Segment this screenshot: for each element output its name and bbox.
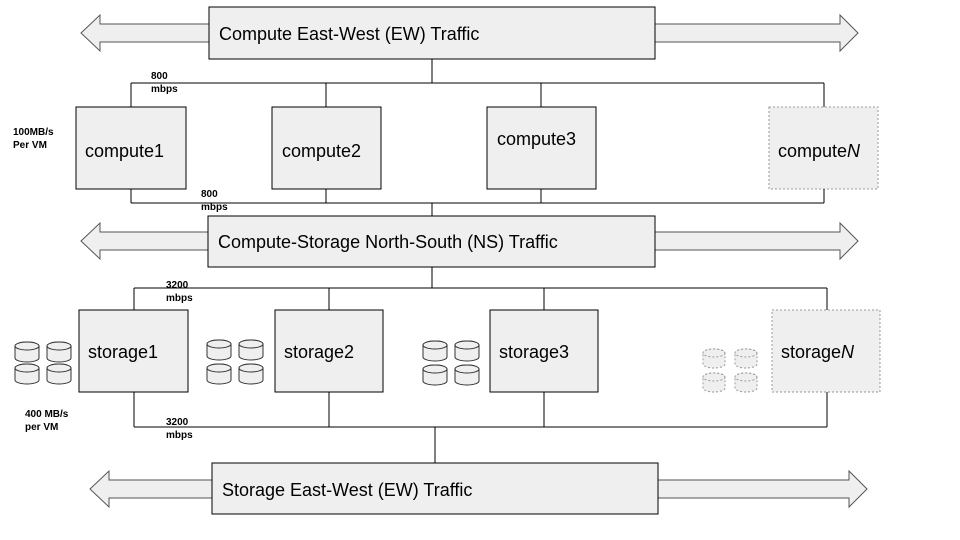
storage-ew-label: Storage East-West (EW) Traffic: [222, 480, 472, 500]
storage-ew-left-arrow: [89, 469, 213, 509]
storage2-disks-icon: [206, 339, 264, 385]
compute-node-2: compute2: [271, 106, 382, 190]
compute-node-2-label: compute2: [282, 141, 361, 161]
storage-ew-right-arrow: [657, 469, 868, 509]
storage-node-3-label: storage3: [499, 342, 569, 362]
storage-n-disks-icon: [702, 348, 758, 393]
storage-per-vm-rate: 400 MB/s: [25, 409, 69, 420]
compute-node-3: compute3: [486, 106, 597, 190]
storage-node-n-label: storageN: [781, 342, 855, 362]
storage1-disks-icon: [14, 341, 72, 385]
storage-top-bus: [133, 267, 828, 310]
storage-ew-box: [211, 462, 659, 515]
storage3-disks-icon: [422, 340, 480, 386]
compute-node-n-label: computeN: [778, 141, 861, 161]
ns-box: [207, 215, 656, 268]
storage-ew-banner: Storage East-West (EW) Traffic: [89, 462, 868, 515]
storage-bottom-bw-unit: mbps: [166, 430, 193, 441]
compute-per-vm-label: Per VM: [13, 140, 47, 151]
storage-node-2: storage2: [274, 309, 384, 393]
storage-node-1-label: storage1: [88, 342, 158, 362]
compute-ew-left-arrow: [80, 13, 210, 53]
compute-ew-right-arrow: [654, 13, 859, 53]
storage-top-bw-value: 3200: [166, 280, 189, 291]
compute-bottom-bw-unit: mbps: [201, 202, 228, 213]
storage-per-vm-label: per VM: [25, 422, 58, 433]
compute-node-1: compute1: [75, 106, 187, 190]
ns-right-arrow: [654, 221, 859, 261]
compute-top-bus: [130, 59, 825, 107]
compute-bottom-bw-value: 800: [201, 189, 218, 200]
storage-bottom-bw-value: 3200: [166, 417, 189, 428]
compute-node-n: computeN: [768, 106, 879, 190]
compute-ew-banner: Compute East-West (EW) Traffic: [80, 6, 859, 60]
compute-per-vm-rate: 100MB/s: [13, 127, 54, 138]
storage-node-2-label: storage2: [284, 342, 354, 362]
compute-top-bw-unit: mbps: [151, 84, 178, 95]
storage-node-n: storageN: [771, 309, 881, 393]
compute-node-1-label: compute1: [85, 141, 164, 161]
compute-ew-box: [208, 6, 656, 60]
ns-label: Compute-Storage North-South (NS) Traffic: [218, 232, 558, 252]
storage-node-3: storage3: [489, 309, 599, 393]
compute-ew-label: Compute East-West (EW) Traffic: [219, 24, 479, 44]
compute-storage-ns-banner: Compute-Storage North-South (NS) Traffic: [80, 215, 859, 268]
compute-top-bw-value: 800: [151, 71, 168, 82]
compute-bottom-bus: [130, 189, 825, 216]
storage-node-1: storage1: [78, 309, 189, 393]
compute-node-3-label: compute3: [497, 129, 576, 149]
storage-top-bw-unit: mbps: [166, 293, 193, 304]
ns-left-arrow: [80, 221, 209, 261]
storage-bottom-bus: [133, 392, 828, 463]
